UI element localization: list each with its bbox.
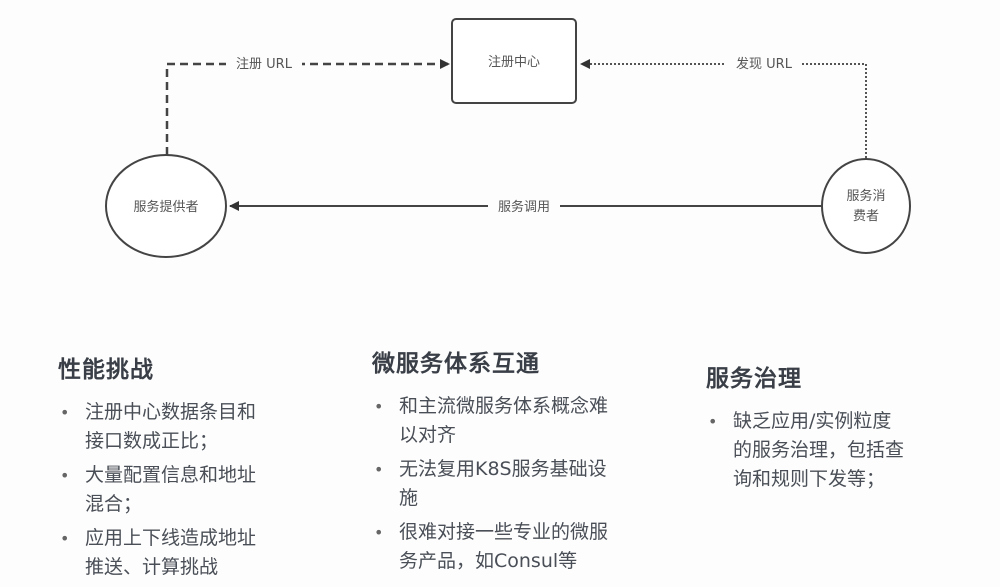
column-performance: 性能挑战 • 注册中心数据条目和接口数成正比； • 大量配置信息和地址混合； • 应用上下… — [58, 350, 256, 587]
registry-node — [451, 18, 577, 104]
bullet-icon: • — [708, 412, 718, 431]
bullet-icon: • — [60, 529, 70, 548]
bullet-icon: • — [374, 460, 384, 479]
bullet-icon: • — [374, 523, 384, 542]
registry-label: 注册中心 — [488, 55, 540, 70]
bullet-item: • 无法复用K8S服务基础设施 — [372, 455, 608, 513]
column-governance: 服务治理 • 缺乏应用/实例粒度的服务治理，包括查询和规则下发等； — [706, 359, 904, 499]
bullet-text-line: 的服务治理，包括查 — [733, 439, 905, 461]
bullet-text-line: 务产品，如Consul等 — [399, 550, 578, 572]
bullet-text-line: 缺乏应用/实例粒度 — [733, 410, 892, 432]
column-interop: 微服务体系互通 • 和主流微服务体系概念难以对齐 • 无法复用K8S服务基础设施 • 很难… — [372, 344, 608, 581]
provider-label: 服务提供者 — [133, 199, 198, 215]
invoke-edge-label: 服务调用 — [498, 199, 550, 215]
bullet-text-line: 询和规则下发等； — [733, 468, 886, 490]
register-edge — [165, 59, 450, 155]
consumer-node — [821, 158, 911, 254]
bullet-item: • 大量配置信息和地址混合； — [58, 461, 256, 519]
bullet-text-line: 接口数成正比； — [85, 430, 219, 452]
column-title: 微服务体系互通 — [372, 351, 540, 377]
bullet-text-line: 很难对接一些专业的微服 — [399, 521, 609, 543]
column-title: 服务治理 — [706, 366, 802, 392]
bullet-icon: • — [374, 397, 384, 416]
bullet-item: • 很难对接一些专业的微服务产品，如Consul等 — [372, 518, 608, 576]
register-edge-label: 注册 URL — [236, 57, 293, 72]
bullet-item: • 注册中心数据条目和接口数成正比； — [58, 398, 256, 456]
bullet-text-line: 以对齐 — [399, 424, 457, 446]
bullet-text-line: 施 — [399, 487, 419, 509]
column-title: 性能挑战 — [58, 357, 154, 383]
bullet-text-line: 无法复用K8S服务基础设 — [399, 458, 607, 480]
bullet-text-line: 大量配置信息和地址 — [85, 464, 257, 486]
architecture-diagram: 注册中心 服务提供者 服务消 费者 注册 URL 发现 URL 服务调用 — [105, 18, 911, 258]
bullet-text-line: 和主流微服务体系概念难 — [399, 395, 609, 417]
bullet-item: • 和主流微服务体系概念难以对齐 — [372, 392, 608, 450]
bullet-text-line: 应用上下线造成地址 — [85, 527, 257, 549]
bullet-icon: • — [60, 403, 70, 422]
bullet-item: • 应用上下线造成地址推送、计算挑战 — [58, 524, 256, 582]
bullet-icon: • — [60, 466, 70, 485]
discover-edge — [580, 59, 867, 158]
bullet-text-line: 推送、计算挑战 — [85, 556, 219, 578]
consumer-label-1: 服务消 — [846, 188, 885, 204]
discover-edge-label: 发现 URL — [736, 56, 793, 72]
bullet-text-line: 注册中心数据条目和 — [85, 401, 257, 423]
bullet-item: • 缺乏应用/实例粒度的服务治理，包括查询和规则下发等； — [706, 407, 904, 494]
bullet-text-line: 混合； — [85, 493, 143, 515]
consumer-label-2: 费者 — [853, 209, 879, 224]
